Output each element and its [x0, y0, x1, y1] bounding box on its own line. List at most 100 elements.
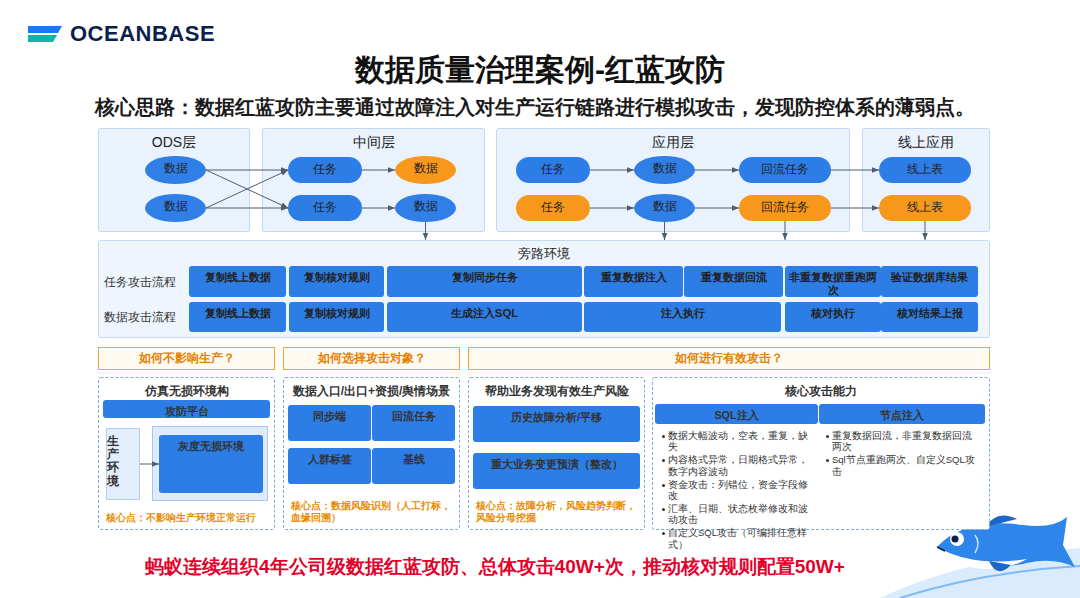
arrow-connector [695, 170, 739, 171]
data-ellipse: 数据 [145, 194, 206, 222]
process-box: 重大业务变更预演（整改） [473, 453, 640, 489]
layer-panel: 中间层任务数据任务数据 [262, 128, 485, 232]
node-text: 同步端 [288, 411, 371, 423]
row-label: 任务攻击流程 [104, 274, 190, 291]
node-text: SQL注入 [655, 410, 818, 422]
bullet-text: 资金攻击：列错位，资金字段修改 [668, 479, 813, 502]
arrow-connector [785, 221, 786, 240]
panel-ground [653, 378, 990, 530]
process-box: 灰度无损环境 [159, 435, 263, 493]
arrow-connector [362, 208, 395, 209]
process-box: 任务 [516, 157, 590, 183]
node-text: 注入执行 [584, 307, 781, 320]
node-text: 复制核对规则 [289, 271, 384, 284]
node-text: 非重复数据重跑两次 [785, 271, 881, 296]
node-text: 基线 [372, 454, 455, 466]
data-ellipse: 数据 [395, 156, 456, 184]
process-box: 复制核对规则 [289, 302, 384, 332]
node-text: 回流任务 [739, 163, 831, 176]
arrow-connector [206, 170, 288, 208]
note-text: 核心点：不影响生产环境正常运行 [106, 512, 267, 524]
node-text: 攻防平台 [103, 406, 270, 418]
process-box: 回流任务 [372, 405, 455, 441]
env-box: 生产环境 [106, 428, 140, 500]
subtitle: 核心思路：数据红蓝攻防主要通过故障注入对生产运行链路进行模拟攻击，发现防控体系的… [95, 94, 1075, 121]
process-box: 线上表 [879, 157, 971, 183]
node-text: 核心攻击能力 [652, 383, 990, 400]
node-text: 数据 [145, 200, 206, 213]
node-text: 任务 [288, 163, 362, 176]
arrow-connector [664, 222, 665, 240]
question-header: 如何进行有效攻击？ [468, 347, 990, 370]
panel-ground [469, 378, 645, 530]
node-text: 如何不影响生产？ [139, 352, 235, 365]
process-box: 复制核对规则 [289, 266, 384, 297]
bullet-text: 内容格式异常，日期格式异常，数字内容波动 [668, 454, 813, 477]
node-text: 复制线上数据 [189, 271, 286, 284]
layer-panel: 线上应用线上表线上表 [862, 128, 990, 232]
logo-icon [28, 26, 62, 42]
node-text: 节点注入 [819, 410, 985, 422]
node-text: 人群标签 [288, 454, 371, 466]
bullet-dot [662, 459, 665, 462]
bullet-text: Sql节点重跑两次、自定义SQL攻击 [832, 454, 980, 477]
layer-panel: 应用层任务数据回流任务任务数据回流任务 [496, 128, 850, 232]
node-text: 数据 [395, 200, 456, 213]
arrow-connector [206, 208, 288, 209]
node-text: 数据入口/出口+资损/舆情场景 [283, 383, 460, 400]
process-box: 任务 [288, 195, 362, 221]
logo-text: OCEANBASE [70, 21, 290, 47]
process-box: 人群标签 [288, 448, 371, 484]
page-title: 数据质量治理案例-红蓝攻防 [0, 50, 1080, 91]
node-text: 应用层 [496, 134, 850, 152]
panel-ground [284, 378, 460, 530]
process-box: 生成注入SQL [387, 302, 582, 332]
node-text: 复制同步任务 [387, 271, 582, 284]
arrow-connector [925, 221, 926, 240]
note-text: 核心点：数据风险识别（人工打标，血缘回溯） [291, 500, 452, 524]
bullet-text: 自定义SQL攻击（可编排任意样式） [668, 527, 813, 550]
node-text: 复制核对规则 [289, 307, 384, 320]
node-text: 仿真无损环境构 [98, 383, 275, 400]
bullet-dot [826, 435, 829, 438]
node-text: 生产环境 [107, 435, 119, 488]
bullet-dot [662, 532, 665, 535]
bullet-dot [826, 459, 829, 462]
process-box: 节点注入 [819, 404, 985, 424]
node-text: 线上表 [879, 163, 971, 176]
bullet-text: 汇率、日期、状态枚举修改和波动攻击 [668, 503, 813, 526]
bullet-dot [662, 508, 665, 511]
caption: 蚂蚁连续组织4年公司级数据红蓝攻防、总体攻击40W+次，推动核对规则配置50W+ [145, 554, 845, 580]
dashed-panel: 仿真无损环境构核心点：不影响生产环境正常运行攻防平台生产环境 灰度无损环境 [98, 377, 275, 530]
data-ellipse: 数据 [395, 194, 456, 222]
dashed-panel: 帮助业务发现有效生产风险核心点：故障分析，风险趋势判断，风险分母挖掘历史故障分析… [468, 377, 645, 530]
panel-ground [99, 241, 990, 338]
arrow-connector [206, 170, 288, 171]
arrow-connector [590, 208, 634, 209]
node-text: 重复数据注入 [584, 271, 683, 284]
node-text: 如何进行有效攻击？ [675, 352, 783, 365]
node-text: ODS层 [98, 134, 250, 152]
panel-ground [863, 129, 990, 232]
dashed-panel: 数据入口/出口+资损/舆情场景核心点：数据风险识别（人工打标，血缘回溯） 同步端回… [283, 377, 460, 530]
process-box: 核对结果上报 [881, 302, 978, 332]
arrow-connector [362, 170, 395, 171]
node-text: 中间层 [262, 134, 485, 152]
node-text: 数据 [145, 162, 206, 175]
bullet-text: 数据大幅波动，空表，重复，缺失 [668, 430, 813, 453]
node-text: 任务 [516, 163, 590, 176]
process-box: 线上表 [879, 195, 971, 221]
bullet-dot [662, 484, 665, 487]
process-box: 历史故障分析/平移 [473, 406, 640, 442]
node-text: 核对执行 [785, 307, 881, 320]
node-text: 数据 [634, 200, 695, 213]
node-text: 重复数据回流 [684, 271, 783, 284]
node-text: 任务 [288, 201, 362, 214]
panel-ground [497, 129, 850, 232]
node-text: 生成注入SQL [387, 307, 582, 320]
process-box: 任务 [288, 157, 362, 183]
layer-panel: ODS层数据数据 [98, 128, 250, 232]
arrow-connector [695, 208, 739, 209]
arrow-connector [590, 170, 634, 171]
